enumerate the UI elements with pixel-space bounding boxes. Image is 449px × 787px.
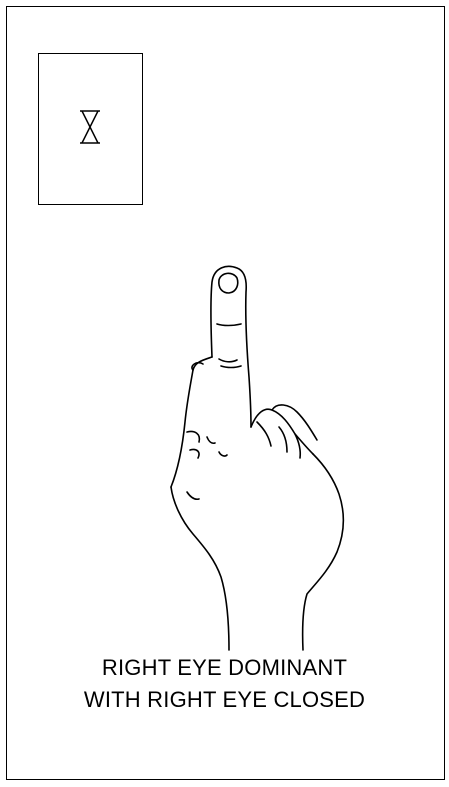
caption-line-2: WITH RIGHT EYE CLOSED — [0, 684, 449, 716]
diagram-caption: RIGHT EYE DOMINANT WITH RIGHT EYE CLOSED — [0, 652, 449, 716]
pointing-finger-hand-icon — [157, 262, 357, 657]
hourglass-icon — [79, 110, 101, 144]
caption-line-1: RIGHT EYE DOMINANT — [0, 652, 449, 684]
target-box — [38, 53, 143, 205]
